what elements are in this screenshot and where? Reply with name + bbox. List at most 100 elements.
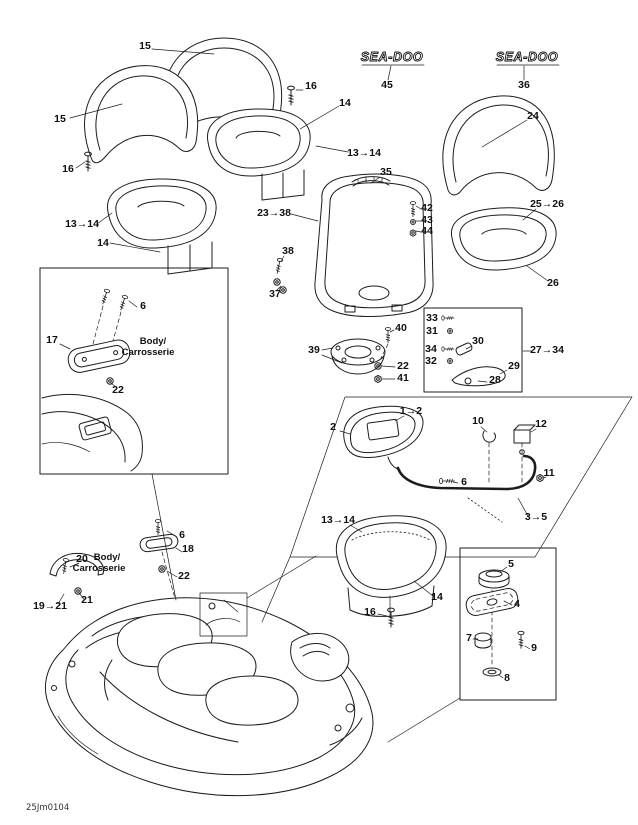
trim-strip-35 bbox=[351, 176, 391, 183]
seat-cushion-right bbox=[450, 207, 557, 271]
part-callout: 6 bbox=[461, 476, 467, 488]
part-callout: 42 bbox=[421, 202, 433, 214]
latch-end-28 bbox=[464, 377, 472, 385]
hull-detail-frame bbox=[199, 592, 248, 637]
washer-icon bbox=[447, 328, 453, 334]
plate-18-group bbox=[139, 519, 179, 603]
part-callout: 4 bbox=[514, 598, 520, 610]
part-callout: 41 bbox=[397, 372, 409, 384]
latch-link-30 bbox=[455, 342, 473, 356]
washer-icon bbox=[447, 358, 453, 364]
part-callout: 36 bbox=[518, 79, 530, 91]
seat-cushion-lower bbox=[335, 515, 447, 617]
part-callout: 17 bbox=[46, 334, 58, 346]
part-callout: 40 bbox=[395, 322, 407, 334]
part-callout: 37 bbox=[269, 288, 281, 300]
part-callout: 22 bbox=[397, 360, 409, 372]
part-callout: 15 bbox=[54, 113, 66, 125]
part-callout: 22 bbox=[112, 384, 124, 396]
backrest-left bbox=[84, 65, 198, 164]
part-callout: 24 bbox=[527, 110, 539, 122]
part-callout: 5 bbox=[508, 558, 514, 570]
part-callout: 35 bbox=[380, 166, 392, 178]
part-callout: 3→5 bbox=[525, 511, 547, 523]
part-callout: 11 bbox=[543, 467, 554, 479]
part-callout: 22 bbox=[178, 570, 190, 582]
part-callout: 31 bbox=[426, 325, 438, 337]
washer-icon bbox=[273, 278, 281, 286]
screw-icon bbox=[517, 630, 525, 649]
screw-icon bbox=[60, 557, 70, 575]
plate-4 bbox=[465, 587, 519, 617]
part-callout: 12 bbox=[535, 418, 547, 430]
part-callout: 8 bbox=[504, 672, 510, 684]
part-callout: 29 bbox=[508, 360, 520, 372]
part-callout: 27→34 bbox=[530, 344, 564, 356]
seat-mount-39 bbox=[330, 338, 386, 375]
part-callout: 15 bbox=[139, 40, 151, 52]
seat-cushion-top bbox=[207, 108, 311, 201]
linkage-rod-3-5 bbox=[396, 454, 537, 491]
part-callout: 13→14 bbox=[321, 514, 355, 526]
cable-clip-10 bbox=[482, 430, 496, 443]
screw-icon bbox=[384, 327, 392, 344]
part-callout: 10 bbox=[472, 415, 484, 427]
part-callout: 16 bbox=[364, 606, 376, 618]
part-callout: 1→2 bbox=[400, 405, 422, 417]
part-callout: 7 bbox=[466, 632, 472, 644]
bracket-12 bbox=[513, 424, 536, 444]
part-callout: 32 bbox=[425, 355, 437, 367]
screw-icon bbox=[99, 288, 111, 306]
body-carrosserie-note: Carrosserie bbox=[73, 563, 126, 574]
part-callout: 23→38 bbox=[257, 207, 291, 219]
screw-icon bbox=[441, 315, 455, 321]
cap-5 bbox=[478, 569, 510, 589]
part-callout: 13→14 bbox=[347, 147, 381, 159]
drawing-code: 25Jm0104 bbox=[26, 803, 69, 813]
part-callout: 14 bbox=[339, 97, 351, 109]
body-carrosserie-note: Body/ bbox=[94, 552, 121, 563]
part-callout: 33 bbox=[426, 312, 438, 324]
part-callout: 20 bbox=[76, 553, 88, 565]
part-callout: 14 bbox=[97, 237, 109, 249]
part-callout: 14 bbox=[431, 591, 443, 603]
part-callout: 6 bbox=[179, 529, 185, 541]
part-callout: 43 bbox=[421, 214, 433, 226]
part-callout: 16 bbox=[305, 80, 317, 92]
part-callout: 13→14 bbox=[65, 218, 99, 230]
nut-icon bbox=[536, 473, 544, 483]
detail-box-latch bbox=[423, 307, 523, 393]
watercraft-hull bbox=[44, 592, 374, 797]
part-callout: 34 bbox=[425, 343, 437, 355]
screw-icon bbox=[287, 85, 295, 106]
part-callout: 18 bbox=[182, 543, 194, 555]
part-callout: 19→21 bbox=[33, 600, 67, 612]
part-callout: 44 bbox=[421, 225, 433, 237]
screw-icon bbox=[439, 477, 456, 485]
spacer-7 bbox=[474, 632, 492, 649]
part-callout: 28 bbox=[489, 374, 501, 386]
seadoo-logo-right: SEA-DOO bbox=[496, 50, 559, 64]
part-callout: 38 bbox=[282, 245, 294, 257]
part-callout: 2 bbox=[330, 421, 336, 433]
body-carrosserie-note: Carrosserie bbox=[122, 347, 175, 358]
body-carrosserie-note: Body/ bbox=[140, 336, 167, 347]
screw-icon bbox=[441, 346, 455, 352]
part-callout: 6 bbox=[140, 300, 146, 312]
mirror-housing-2 bbox=[343, 405, 424, 471]
screw-icon bbox=[84, 151, 92, 172]
part-callout: 21 bbox=[81, 594, 93, 606]
washer-8 bbox=[482, 667, 502, 677]
part-callout: 25→26 bbox=[530, 198, 564, 210]
deck-corner-art bbox=[41, 393, 143, 472]
washer-icon bbox=[158, 565, 166, 573]
mirror-linkage-detail bbox=[289, 396, 633, 558]
part-callout: 45 bbox=[381, 79, 393, 91]
screw-icon bbox=[154, 519, 162, 535]
part-callout: 16 bbox=[62, 163, 74, 175]
detail-box-gauge bbox=[459, 547, 557, 701]
nut-icon bbox=[374, 374, 382, 384]
